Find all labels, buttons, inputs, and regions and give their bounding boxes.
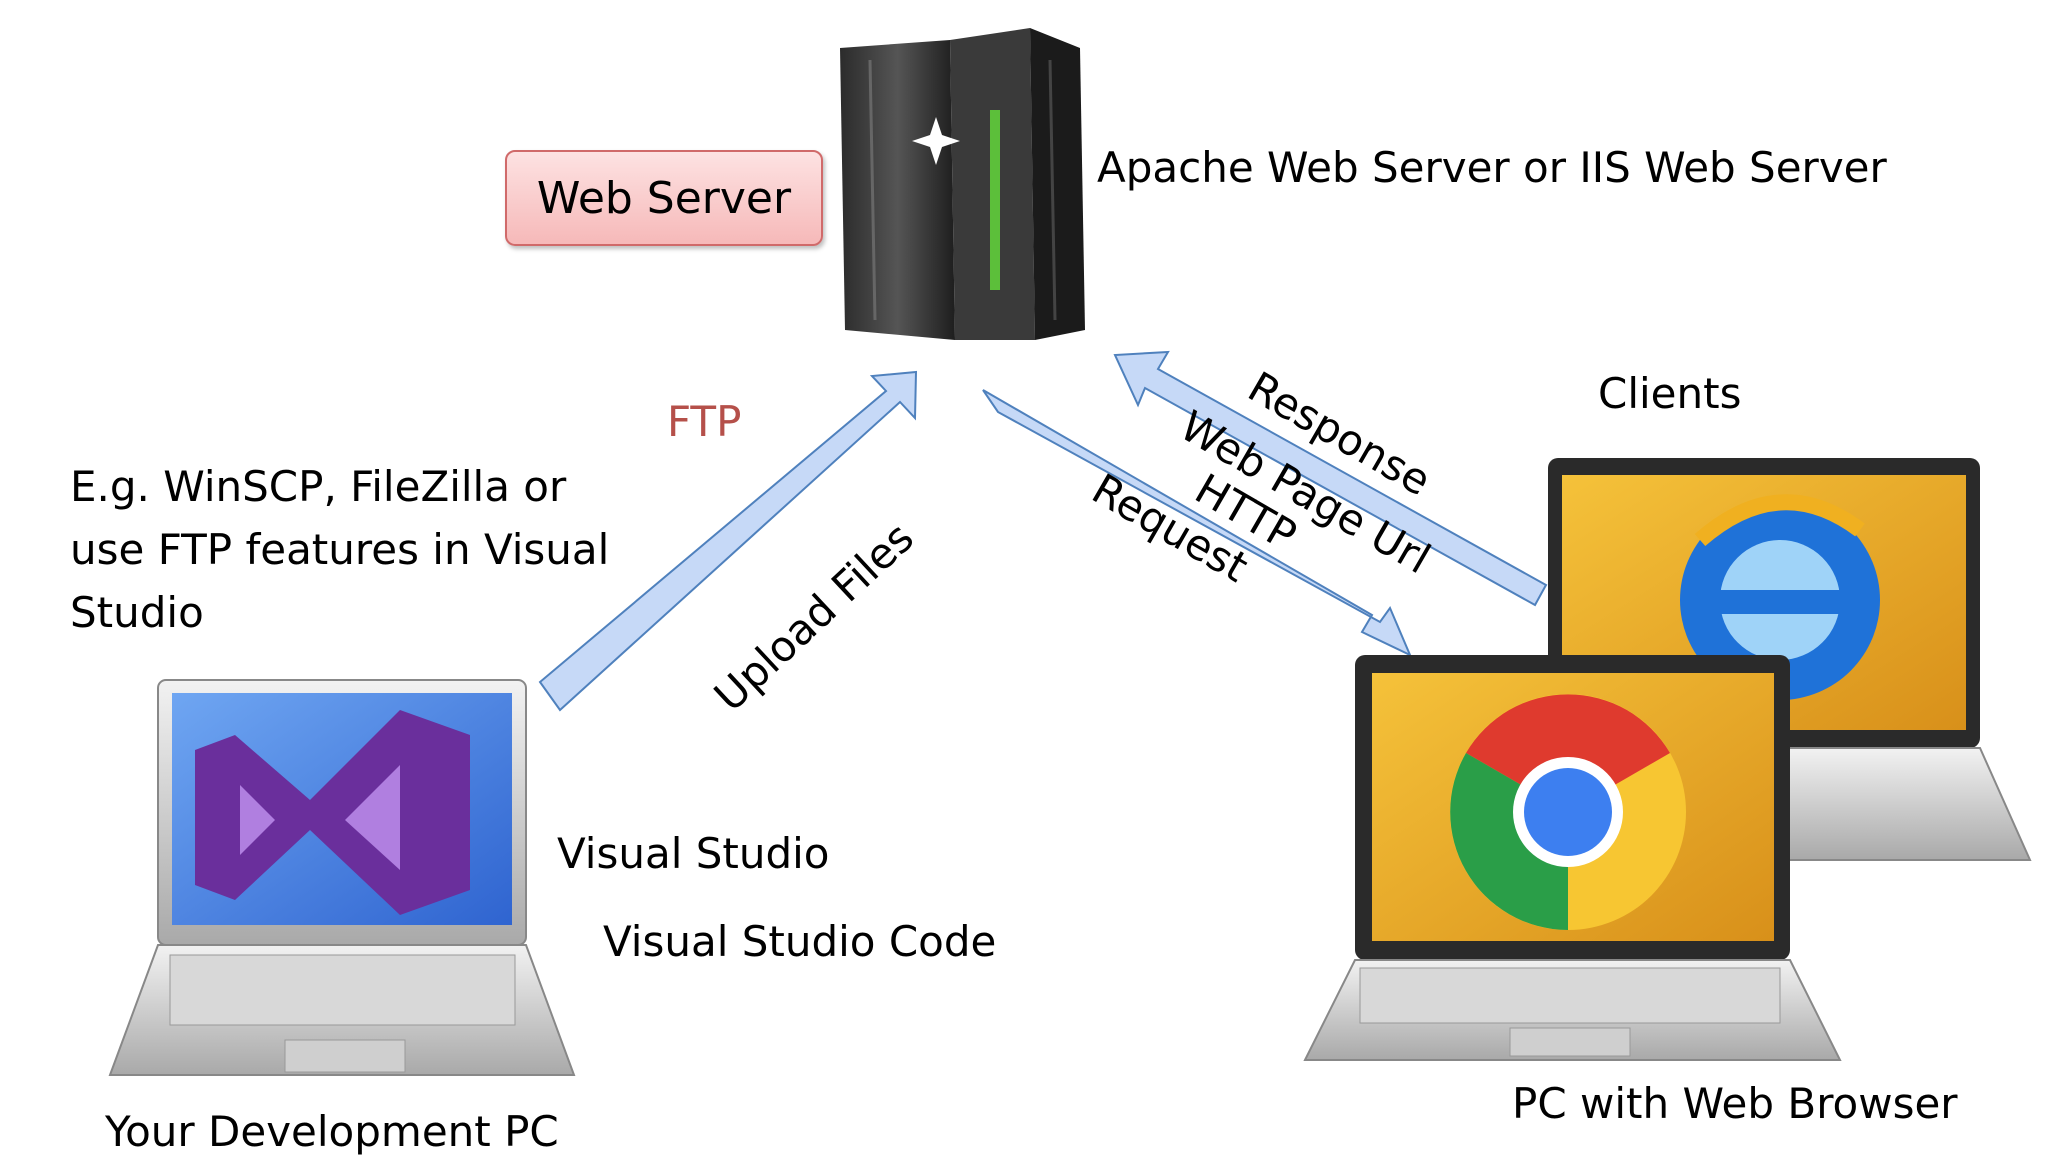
- web-server-label: Web Server: [505, 150, 823, 246]
- dev-pc-label: Your Development PC: [105, 1107, 559, 1156]
- chrome-laptop-icon: [1303, 655, 1842, 1061]
- ftp-label: FTP: [667, 397, 742, 446]
- client-pc-label: PC with Web Browser: [1512, 1079, 1958, 1128]
- dev-laptop-icon: [108, 679, 576, 1076]
- visual-studio-code-label: Visual Studio Code: [603, 917, 997, 966]
- response-arrow: [1113, 350, 1548, 607]
- server-description: Apache Web Server or IIS Web Server: [1097, 143, 1887, 192]
- tools-line-3: Studio: [70, 588, 204, 637]
- tools-line-2: use FTP features in Visual: [70, 525, 610, 574]
- visual-studio-logo-icon: [195, 710, 470, 915]
- visual-studio-label: Visual Studio: [557, 829, 830, 878]
- clients-label: Clients: [1598, 369, 1742, 418]
- tools-line-1: E.g. WinSCP, FileZilla or: [70, 462, 567, 511]
- internet-explorer-logo-icon: [1680, 494, 1880, 700]
- chrome-logo-icon: [1450, 694, 1686, 930]
- server-icon: [840, 28, 1085, 340]
- web-server-label-text: Web Server: [536, 172, 792, 224]
- request-arrow: [982, 389, 1412, 658]
- upload-arrow: [538, 370, 918, 712]
